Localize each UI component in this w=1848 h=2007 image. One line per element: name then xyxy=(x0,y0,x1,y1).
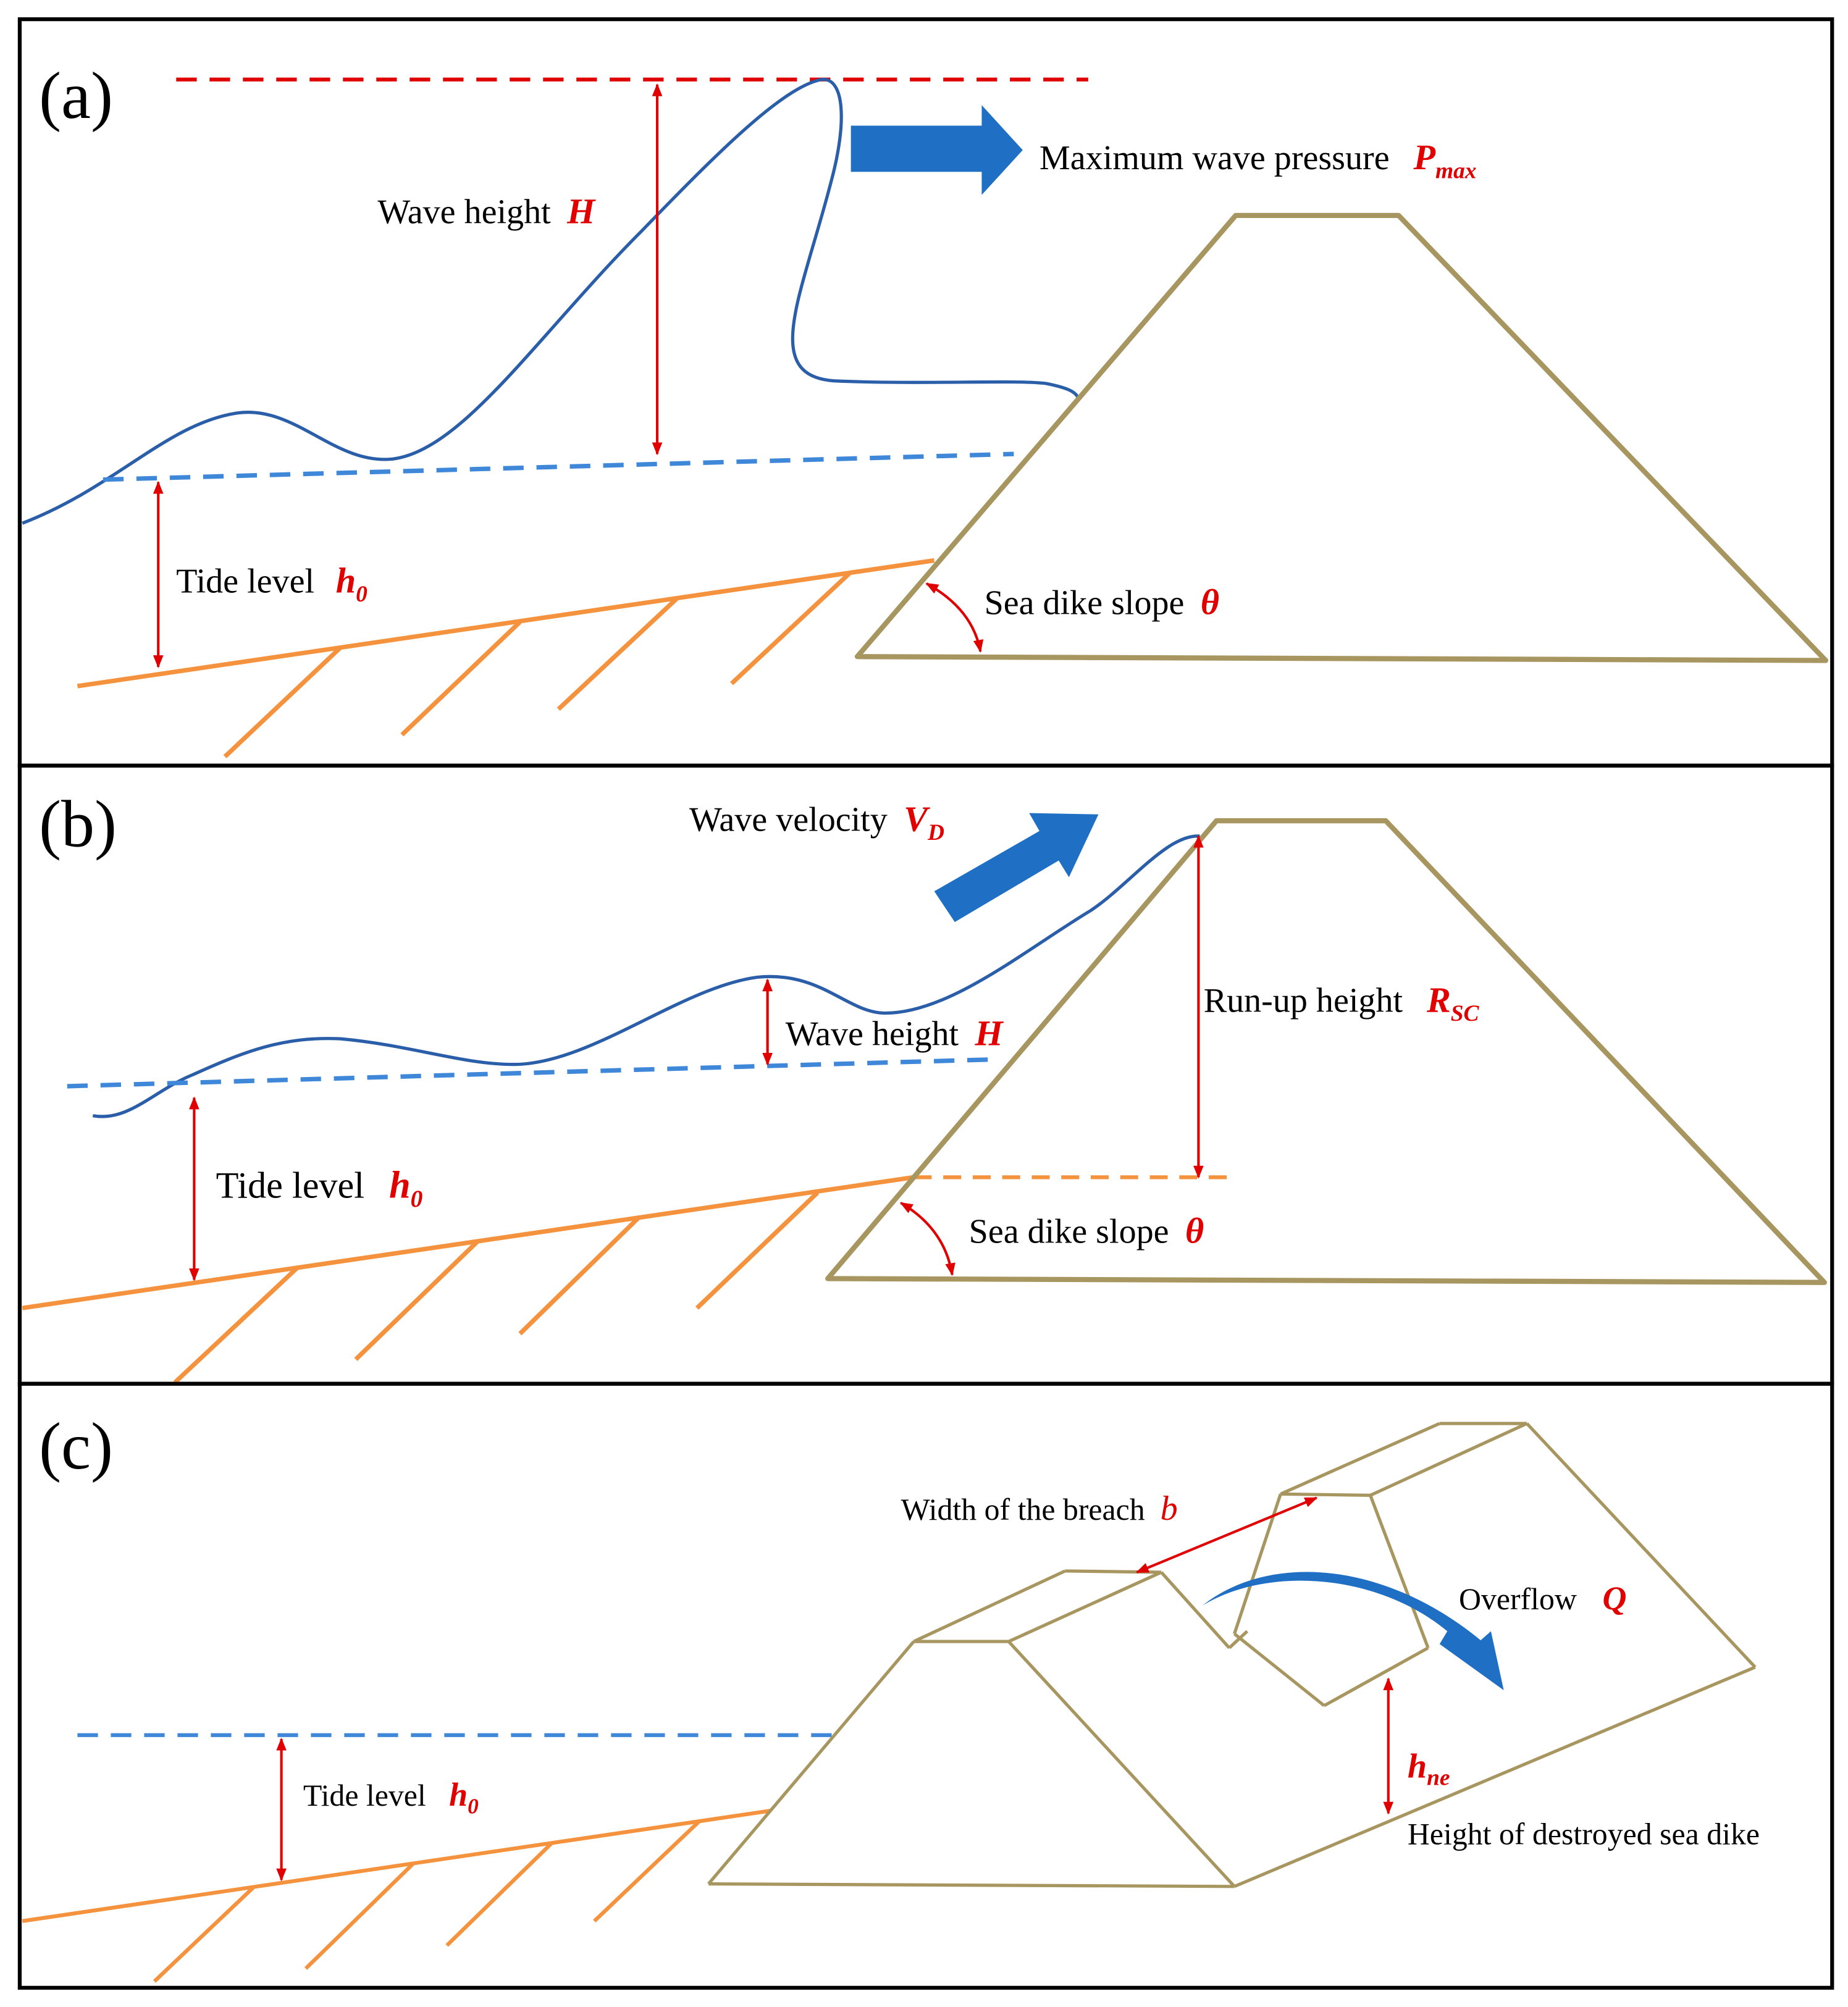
hne-label: hne xyxy=(1408,1747,1450,1790)
panel-c: (c) xyxy=(17,1381,1834,1990)
panel-c-letter: (c) xyxy=(39,1410,113,1483)
panel-a: (a) Maximum wave pressure Pmax Wav xyxy=(17,17,1834,768)
breach-width-arrow xyxy=(1135,1496,1318,1573)
seabed-c xyxy=(22,1809,771,1983)
slope-angle-arrow-b xyxy=(899,1202,956,1276)
panel-a-letter: (a) xyxy=(39,59,113,133)
velocity-label: Wave velocity VD xyxy=(689,799,944,846)
breached-dike xyxy=(707,1422,1757,1888)
pressure-arrow xyxy=(850,105,1023,195)
mean-water-level xyxy=(103,451,1014,482)
sea-dike-b xyxy=(825,818,1827,1285)
tide-level-label-b: Tide level h0 xyxy=(216,1164,423,1213)
destroyed-height-label: Height of destroyed sea dike xyxy=(1408,1817,1760,1851)
slope-label: Sea dike slope θ xyxy=(985,582,1219,622)
max-pressure-label: Maximum wave pressure Pmax xyxy=(1040,137,1477,184)
panel-b-letter: (b) xyxy=(39,788,117,861)
runup-wave xyxy=(92,834,1200,1118)
overflow-label: Overflow Q xyxy=(1459,1580,1626,1617)
sea-dike xyxy=(854,212,1829,663)
slope-label-b: Sea dike slope θ xyxy=(969,1210,1204,1251)
tide-level-label-c: Tide level h0 xyxy=(303,1776,479,1818)
panel-b-frame xyxy=(17,763,1834,1386)
velocity-arrow xyxy=(934,813,1099,923)
breach-width-label: Width of the breach b xyxy=(901,1490,1178,1528)
seabed-b xyxy=(22,1175,914,1385)
panel-c-frame xyxy=(17,1381,1834,1990)
slope-angle-arrow xyxy=(925,582,984,653)
tide-level-label: Tide level h0 xyxy=(176,560,368,607)
wave-height-label: Wave height H xyxy=(377,191,596,231)
panel-b: (b) Wave velocity VD Wave height xyxy=(17,763,1834,1386)
runup-height-label: Run-up height RSC xyxy=(1204,979,1480,1026)
seabed xyxy=(77,558,935,758)
mean-water-level-b xyxy=(67,1057,999,1089)
wave-height-label-b: Wave height H xyxy=(786,1013,1004,1053)
breaking-wave xyxy=(22,78,1080,525)
